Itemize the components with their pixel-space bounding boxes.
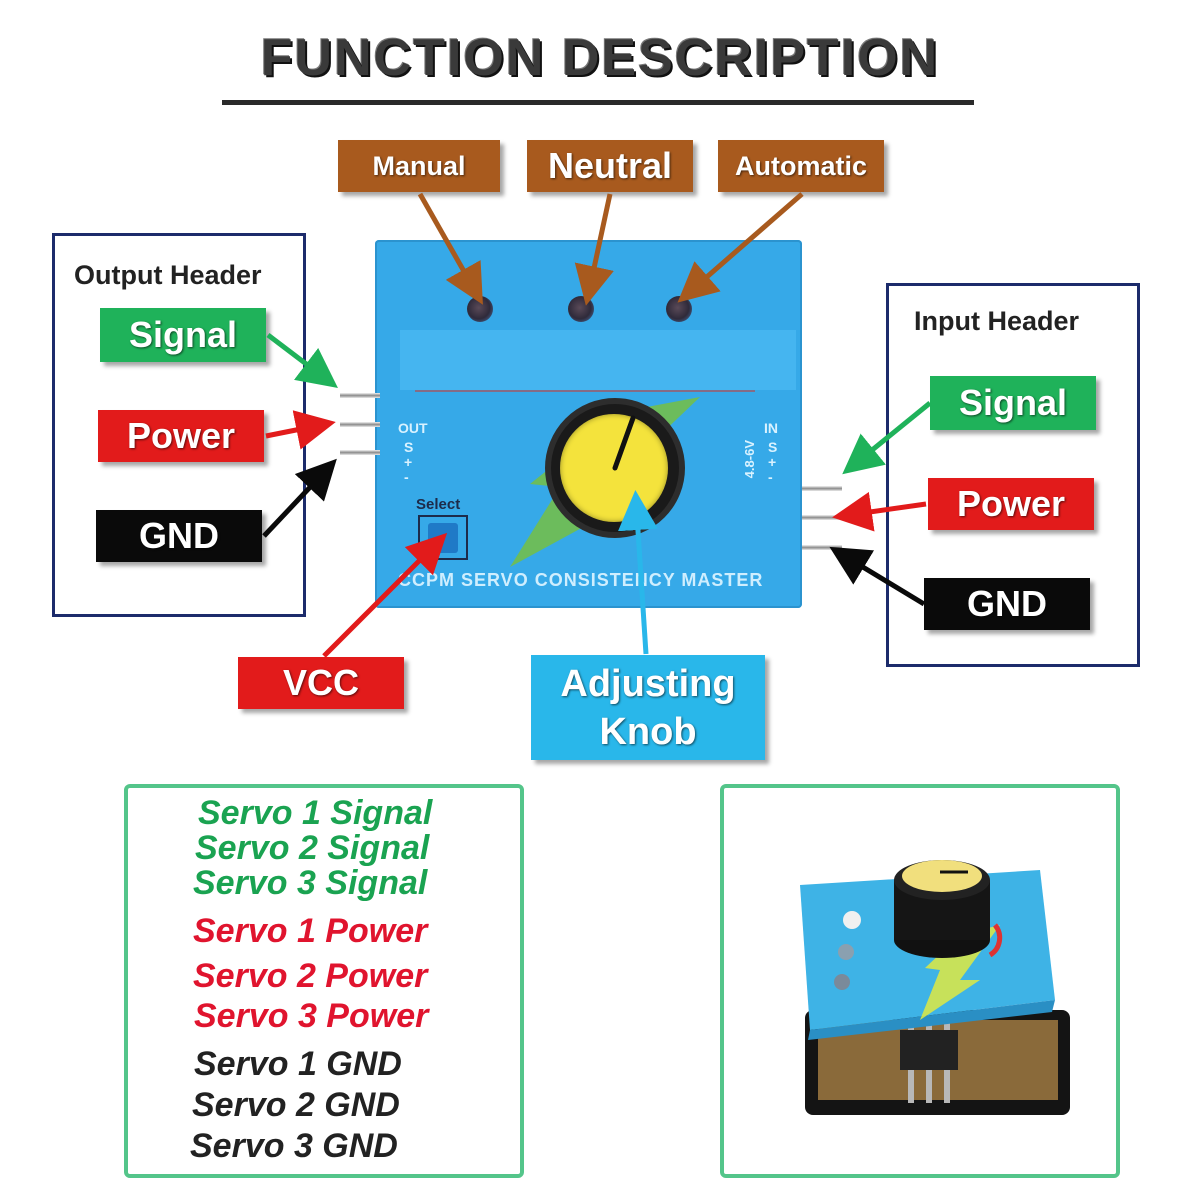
servo2-signal-text: Servo 2 Signal [195, 829, 430, 867]
product-photo-box [720, 784, 1120, 1178]
output-signal-tag: Signal [100, 308, 266, 362]
led-manual [467, 296, 493, 322]
product-photo [800, 860, 1070, 1115]
neutral-label: Neutral [527, 140, 693, 192]
board-out-pins: S+- [404, 439, 414, 485]
input-gnd-tag: GND [924, 578, 1090, 630]
adjusting-knob-tag: Adjusting Knob [531, 655, 765, 760]
board-label-strip [400, 330, 796, 390]
board-in-pins: S+- [768, 439, 778, 485]
board-out-label: OUT [398, 420, 428, 436]
output-header-title: Output Header [74, 260, 262, 290]
servo3-gnd-text: Servo 3 GND [190, 1127, 398, 1165]
board-select-label: Select [416, 496, 461, 513]
servo1-power-text: Servo 1 Power [193, 912, 428, 950]
servo2-power-text: Servo 2 Power [193, 957, 428, 995]
manual-label: Manual [338, 140, 500, 192]
vcc-tag: VCC [238, 657, 404, 709]
board-divider [415, 390, 755, 392]
out-pin-signal [340, 393, 380, 398]
servo3-power-text: Servo 3 Power [194, 997, 429, 1035]
select-button-cap [428, 523, 458, 553]
output-power-tag: Power [98, 410, 264, 462]
adjusting-knob-line1: Adjusting [560, 662, 736, 705]
led-automatic [666, 296, 692, 322]
input-header-box [886, 283, 1140, 667]
servo3-signal-text: Servo 3 Signal [193, 864, 428, 902]
servo1-gnd-text: Servo 1 GND [194, 1045, 402, 1083]
input-power-tag: Power [928, 478, 1094, 530]
input-header-title: Input Header [914, 306, 1080, 336]
output-gnd-tag: GND [96, 510, 262, 562]
page-title: FUNCTION DESCRIPTION [260, 29, 940, 87]
out-pin-gnd [340, 450, 380, 455]
in-pin-power [802, 515, 842, 520]
in-pin-signal [802, 486, 842, 491]
led-neutral [568, 296, 594, 322]
servo2-gnd-text: Servo 2 GND [192, 1086, 400, 1124]
board-name: CCPM SERVO CONSISTENCY MASTER [398, 570, 764, 590]
board-in-label: IN [764, 420, 778, 436]
automatic-label: Automatic [718, 140, 884, 192]
servo1-signal-text: Servo 1 Signal [198, 794, 433, 832]
in-pin-gnd [802, 545, 842, 550]
board-voltage: 4.8-6V [742, 440, 757, 479]
out-pin-power [340, 422, 380, 427]
adjusting-knob-line2: Knob [599, 710, 697, 753]
knob-indicator [612, 415, 636, 471]
servo-pinout-box [124, 784, 524, 1178]
input-signal-tag: Signal [930, 376, 1096, 430]
title-underline [222, 100, 974, 105]
